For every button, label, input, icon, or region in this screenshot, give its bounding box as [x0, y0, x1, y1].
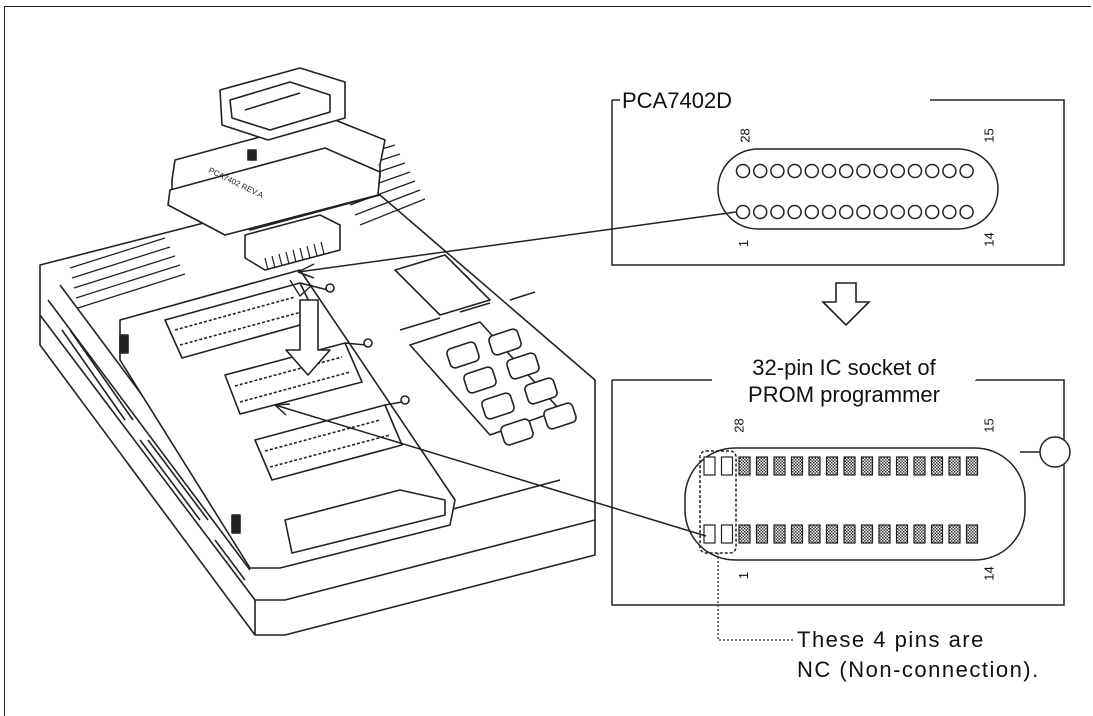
socket-contact — [878, 456, 891, 476]
nc-pins-highlight — [699, 450, 737, 554]
socket-contact — [913, 524, 926, 544]
pca-pin — [924, 163, 940, 179]
pca-pin — [838, 163, 854, 179]
connector-lines — [274, 211, 737, 537]
socket-nc-contact — [703, 456, 716, 476]
figure-frame — [4, 6, 1091, 716]
pca-pin — [942, 204, 957, 220]
pca-pin — [873, 204, 888, 220]
pca-pin — [890, 163, 906, 179]
socket-contact — [948, 456, 961, 476]
socket-contact — [930, 456, 944, 476]
socket-pin-row-top — [703, 456, 979, 476]
pca-pin-1-label: 1 — [736, 239, 752, 248]
pca-pin — [735, 163, 751, 179]
socket-contact — [825, 524, 839, 544]
socket-pin-14-label: 14 — [981, 566, 997, 581]
socket-contact — [755, 456, 769, 476]
socket-contact — [773, 524, 786, 544]
socket-contact — [755, 524, 769, 544]
socket-nc-contact — [720, 524, 734, 544]
socket-box — [611, 379, 1071, 641]
socket-lever-knob — [1039, 436, 1071, 468]
socket-contact — [825, 456, 839, 476]
socket-contact — [965, 456, 979, 476]
pca-pin — [787, 204, 802, 220]
socket-contact — [913, 456, 926, 476]
socket-contact — [965, 524, 979, 544]
pca-pin-28-label: 28 — [737, 128, 753, 143]
pca-pin — [856, 204, 871, 220]
socket-contact — [808, 524, 821, 544]
socket-contact — [738, 456, 751, 476]
socket-contact — [843, 524, 856, 544]
pca-pin — [735, 204, 751, 220]
pca-pin — [752, 163, 768, 179]
pca-pin — [821, 204, 837, 220]
pca-pin — [752, 204, 768, 220]
socket-contact — [790, 524, 804, 544]
socket-contact — [948, 524, 961, 544]
socket-contact — [790, 456, 804, 476]
pca-pin — [804, 204, 820, 220]
socket-title-line1: 32-pin IC socket of — [712, 356, 976, 380]
keypad — [409, 321, 577, 446]
socket-title-line2: PROM programmer — [712, 383, 976, 407]
pca-package-outline — [717, 148, 999, 230]
pca-pin-15-label: 15 — [981, 128, 997, 143]
pca-pin — [890, 204, 906, 220]
pca-pin — [959, 163, 974, 179]
pca-pin — [821, 163, 837, 179]
pca-pointer-line — [297, 211, 737, 273]
socket-pin-28-label: 28 — [731, 418, 747, 433]
nc-leader-line — [717, 553, 795, 641]
socket-contact — [860, 456, 874, 476]
socket-box-border — [611, 379, 1065, 606]
socket-contact — [878, 524, 891, 544]
pca-pin — [873, 163, 888, 179]
socket-contact — [738, 524, 751, 544]
socket-contact — [843, 456, 856, 476]
down-arrow — [821, 282, 871, 327]
pca-pin — [838, 204, 854, 220]
pca-pin — [907, 204, 923, 220]
socket-pin-15-label: 15 — [981, 418, 997, 433]
pca-pin — [856, 163, 871, 179]
pca-pin — [770, 204, 785, 220]
pca-pin — [959, 204, 974, 220]
nc-note-line1: These 4 pins are — [797, 627, 985, 652]
socket-pin-row-bottom — [703, 524, 979, 544]
insertion-arrow — [285, 299, 331, 376]
socket-nc-contact — [703, 524, 716, 544]
adapter-board — [167, 67, 386, 271]
pca-box — [611, 99, 1065, 266]
socket-contact — [860, 524, 874, 544]
socket-outline — [684, 447, 1026, 561]
pca-pin-row-bottom — [735, 204, 974, 220]
socket-nc-contact — [720, 456, 734, 476]
prom-programmer-drawing: PCA7402 REV.A — [39, 67, 596, 636]
pca-pin — [942, 163, 957, 179]
pca-title: PCA7402D — [620, 88, 735, 114]
pca-box-border — [611, 99, 1065, 266]
pca-pin — [907, 163, 923, 179]
socket-pin-1-label: 1 — [736, 571, 752, 580]
pca-pin — [787, 163, 802, 179]
display-window — [394, 254, 491, 316]
pca-pin — [770, 163, 785, 179]
side-vents — [61, 329, 246, 581]
socket-contact — [930, 524, 944, 544]
socket-contact — [808, 456, 821, 476]
pca-pin — [924, 204, 940, 220]
socket-contact — [895, 456, 909, 476]
socket-contact — [773, 456, 786, 476]
zif-socket-3 — [254, 395, 410, 481]
pca-pin — [804, 163, 820, 179]
nc-note-line2: NC (Non-connection). — [797, 657, 1040, 682]
socket-contact — [895, 524, 909, 544]
pca-pin-row-top — [735, 163, 974, 179]
socket-pointer-line — [274, 404, 707, 537]
pca-pin-14-label: 14 — [981, 232, 997, 247]
